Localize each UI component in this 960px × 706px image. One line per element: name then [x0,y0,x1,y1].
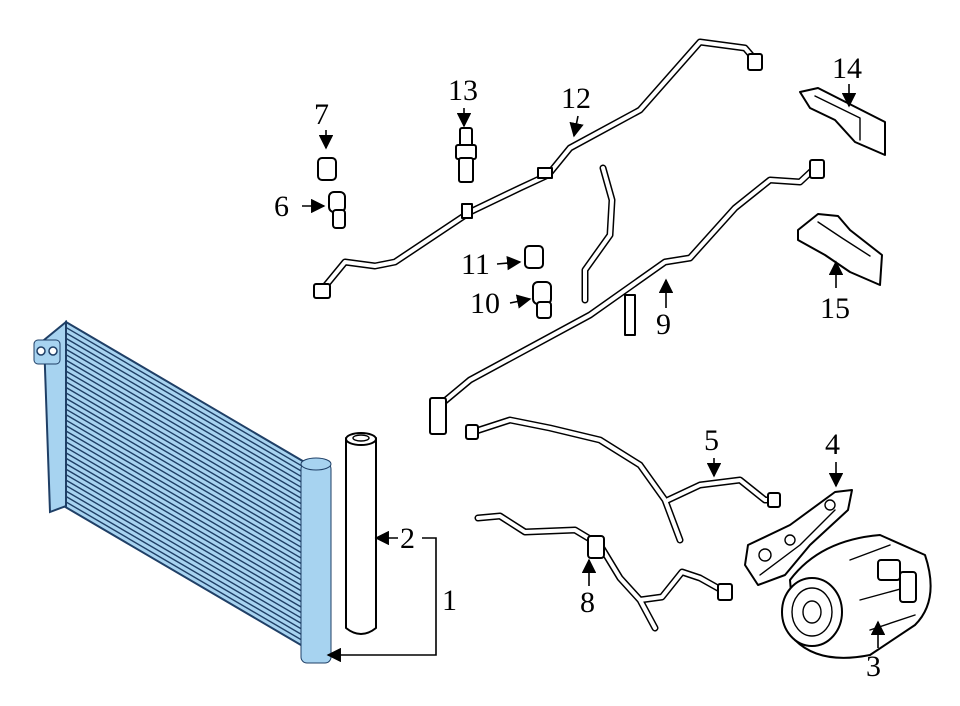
condenser-fin-line [60,373,319,526]
compressor-bracket[interactable] [744,489,853,586]
seal-14[interactable] [799,87,886,156]
condenser-fin-line [57,409,319,564]
condenser-tank-cap [300,457,332,471]
condenser-fin-line [52,461,319,618]
bracket-hole [36,346,46,356]
compressor[interactable] [781,534,932,659]
condenser-fin-line [59,388,319,542]
condenser-fin-line [65,326,319,477]
condenser-fin-line [53,450,319,607]
callout-14: 14 [832,52,862,85]
condenser-fin-line [54,445,319,602]
valve-core-10[interactable] [532,281,552,319]
callout-1: 1 [442,584,457,617]
condenser-fin-line [51,471,319,629]
condenser-fins [50,326,319,651]
condenser-fin-line [52,466,319,623]
callout-7: 7 [314,98,329,131]
condenser-fin-line [60,378,319,531]
condenser-fin-line [63,347,319,498]
drier-cartridge[interactable] [345,432,377,635]
condenser-fin-line [59,393,319,547]
leaders [302,84,886,663]
condenser-fin-line [58,404,319,558]
pressure-switch-13[interactable] [455,127,477,183]
condenser-fin-line [61,367,319,520]
callout-10: 10 [470,287,500,320]
hose-assembly-5[interactable] [465,416,781,544]
condenser-fin-line [53,455,319,613]
pressure-line-9[interactable] [429,159,825,435]
callout-4: 4 [825,428,840,461]
condenser-fin-line [55,435,319,591]
callout-11: 11 [461,248,490,281]
callout-3: 3 [866,650,881,683]
callout-9: 9 [656,308,671,341]
callout-labels: 1 2 3 4 5 6 7 8 9 10 11 12 13 14 15 [274,52,881,683]
condenser-fin-line [61,362,319,515]
callout-2: 2 [400,522,415,555]
condenser-fin-line [54,440,319,596]
valve-cap-7[interactable] [317,157,337,181]
condenser-fin-line [59,383,319,536]
condenser-fin-line [56,424,319,580]
callout-5: 5 [704,424,719,457]
condenser-fin-line [51,481,319,640]
callout-8: 8 [580,586,595,619]
condenser-fin-line [62,352,319,504]
condenser-fin-line [55,430,319,585]
condenser-fin-line [56,419,319,574]
bracket-hole [48,346,58,356]
hose-assembly-8[interactable] [474,512,733,632]
condenser-left-tank [42,319,67,514]
seal-15[interactable] [797,213,883,286]
condenser-mount-bracket [33,339,61,365]
suction-line-12[interactable] [313,38,763,299]
valve-cap-11[interactable] [524,245,544,269]
valve-core-6[interactable] [328,191,346,229]
callout-13: 13 [448,74,478,107]
callout-12: 12 [561,82,591,115]
condenser-fin-line [64,331,319,482]
callout-6: 6 [274,190,289,223]
condenser-fin-line [64,336,319,487]
condenser-fin-line [51,476,319,634]
condenser[interactable] [33,319,332,664]
condenser-fin-line [62,357,319,509]
condenser-fin-line [57,414,319,569]
condenser-fin-line [63,342,319,493]
condenser-fin-line [50,492,319,651]
condenser-fin-line [58,399,319,553]
condenser-fin-line [50,487,319,645]
callout-15: 15 [820,292,850,325]
condenser-receiver-tank [300,462,332,664]
